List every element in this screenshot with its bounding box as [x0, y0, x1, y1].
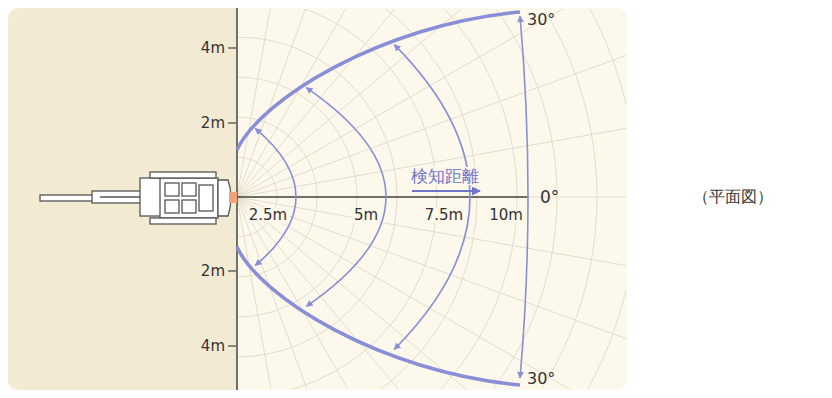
grid-line [238, 19, 626, 197]
grid-circle [238, 9, 626, 389]
scale-label: 4m [201, 338, 225, 355]
grid-circle [238, 9, 517, 389]
scale-label: 4m [201, 40, 225, 57]
panel-ground [8, 8, 627, 390]
machine-side-ground [8, 8, 237, 390]
detection-distance-label: 検知距離 [409, 167, 481, 186]
distance-arc [520, 16, 528, 378]
distance-label: 5m [352, 207, 380, 224]
distance-arcs [255, 16, 528, 378]
direction-arrow [412, 190, 480, 192]
angle-label: 0° [540, 188, 559, 207]
grid-circle [238, 9, 626, 389]
distance-label: 10m [487, 207, 525, 224]
distance-label: 2.5m [247, 207, 289, 224]
distance-arc [394, 45, 470, 350]
grid-line [238, 197, 327, 389]
detection-area-outline [237, 12, 520, 385]
angle-label: 30° [527, 370, 555, 388]
scale-label: 2m [201, 115, 225, 132]
scale-label: 2m [201, 263, 225, 280]
scale-ticks [228, 48, 236, 346]
grid-line [238, 9, 626, 197]
center-axis [237, 196, 528, 197]
grid [238, 9, 626, 389]
grid-line [238, 9, 626, 197]
grid-circle [238, 9, 626, 389]
grid-circle [238, 9, 597, 389]
grid-circle [238, 9, 557, 389]
excavator [40, 172, 231, 224]
distance-label: 7.5m [423, 207, 465, 224]
view-caption: （平面図） [693, 188, 773, 206]
grid-circle [238, 9, 477, 389]
distance-arc [255, 128, 296, 265]
angle-label: 30° [527, 11, 555, 29]
sensor [229, 192, 237, 203]
grid-line [238, 197, 626, 375]
distance-arc [306, 88, 386, 307]
